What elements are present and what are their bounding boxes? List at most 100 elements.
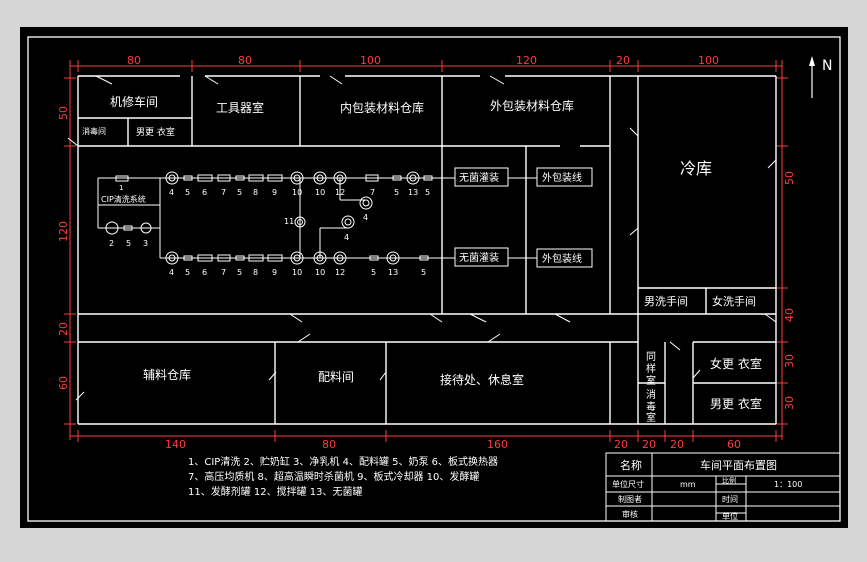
right-dim-3: 30 [783,354,796,368]
north-label: N [822,58,832,74]
sterile-filling-2-label: 无菌灌装 [459,251,499,264]
batching-tank-b-inner-icon [344,218,352,226]
row1-label-13: 13 [408,188,418,197]
room-female-washroom: 女洗手间 [712,294,756,308]
cip-number-3: 3 [143,239,148,248]
right-dim-2: 40 [783,308,796,322]
top-dim-3: 100 [360,54,381,67]
row2-label-4: 4 [169,268,174,277]
drawing-area [20,27,848,528]
clarifier-icon [140,222,152,234]
row1-label-5b: 5 [237,188,242,197]
top-dim-1: 80 [127,54,141,67]
room-disinfection: 消毒间 [82,126,106,136]
room-batching: 配料间 [318,370,354,384]
row1-label-4: 4 [169,188,174,197]
pump-icon [123,225,133,231]
sterile-filling-1-label: 无菌灌装 [459,171,499,184]
room-inner-pack-store: 内包装材料仓库 [340,100,424,115]
title-drawer-label: 制图者 [618,494,642,504]
top-dim-5: 20 [616,54,630,67]
title-ratio-label: 比例 [722,476,736,485]
row1-label-5a: 5 [185,188,190,197]
row2-label-13: 13 [388,268,398,277]
room-reception: 接待处、休息室 [440,372,524,387]
room-tools: 工具器室 [216,100,264,115]
bottom-dim-6: 20 [670,438,684,451]
row1-label-5d: 5 [425,188,430,197]
room-female-dressing: 女更 衣室 [710,356,762,371]
room-aux-store: 辅料仓库 [143,367,191,382]
title-ratio-value: 1：100 [774,480,802,489]
north-arrow-icon [809,56,815,98]
row2-label-12: 12 [335,268,345,277]
room-male-washroom: 男洗手间 [644,294,688,308]
batching-tank-b-icon [341,215,355,229]
bottom-dim-2: 80 [322,438,336,451]
outer-pack-line-2-box [536,248,593,268]
dimension-lines [64,60,788,442]
title-name-label: 名称 [620,458,642,472]
row2-label-5c: 5 [371,268,376,277]
row2-label-10b: 10 [315,268,325,277]
starter-tank-icon [294,216,306,228]
storage-tank-icon [105,221,119,235]
walls [77,75,777,425]
bottom-dim-7: 60 [727,438,741,451]
misc-label-4a: 4 [363,213,368,222]
room-corridor-char-1: 同 [646,351,656,363]
row2-label-8: 8 [253,268,258,277]
row1-label-6: 6 [202,188,207,197]
sterile-filling-1-box [454,167,509,187]
title-block [605,452,841,522]
title-unit-size-label: 单位尺寸 [612,479,644,489]
row2-label-6: 6 [202,268,207,277]
legend-line-3: 11、发酵剂罐 12、搅拌罐 13、无菌罐 [188,485,363,498]
row1-label-9: 9 [272,188,277,197]
top-dim-2: 80 [238,54,252,67]
bottom-dim-4: 20 [614,438,628,451]
cip-number-2: 2 [109,239,114,248]
room-corridor-char-3: 室 [646,374,656,387]
legend-line-1: 1、CIP清洗 2、贮奶缸 3、净乳机 4、配料罐 5、奶泵 6、板式换热器 [188,455,498,468]
row2-label-5b: 5 [237,268,242,277]
sterile-filling-2-box [454,247,509,267]
starter-tank-inner-icon [297,219,303,225]
doors [67,75,777,401]
row1-label-10a: 10 [292,188,302,197]
outer-pack-line-1-label: 外包装线 [542,171,582,184]
legend-line-2: 7、高压均质机 8、超高温瞬时杀菌机 9、板式冷却器 10、发酵罐 [188,470,479,483]
row1-label-10b: 10 [315,188,325,197]
row1-label-5c: 5 [394,188,399,197]
title-name-value: 车间平面布置图 [700,458,777,472]
row2-label-5a: 5 [185,268,190,277]
room-male-dressing: 男更 衣室 [710,396,762,411]
line-2-equipment [165,251,429,265]
title-unit-label: 单位 [722,511,738,521]
left-dim-3: 20 [57,322,70,336]
room-disinfect-char-3: 室 [646,411,656,424]
row1-label-7b: 7 [370,188,375,197]
title-reviewer-label: 审核 [622,509,638,519]
top-dim-6: 100 [698,54,719,67]
row1-label-7: 7 [221,188,226,197]
left-dim-2: 120 [57,221,70,242]
outer-pack-line-2-label: 外包装线 [542,252,582,265]
room-disinfect-char-2: 毒 [646,400,656,413]
room-corridor-char-2: 样 [646,362,656,375]
left-dim-4: 60 [57,376,70,390]
right-dim-4: 30 [783,396,796,410]
room-maintenance: 机修车间 [110,94,158,109]
bottom-dim-3: 160 [487,438,508,451]
room-cold-store: 冷库 [680,159,712,178]
top-dim-4: 120 [516,54,537,67]
cip-number-5: 5 [126,239,131,248]
cip-number-1: 1 [119,184,123,192]
right-dim-1: 50 [783,171,796,185]
outer-pack-line-1-box [536,167,593,187]
room-disinfect-char-1: 消 [646,388,656,401]
batching-tank-a-icon [359,196,373,210]
inner-frame [27,36,841,522]
